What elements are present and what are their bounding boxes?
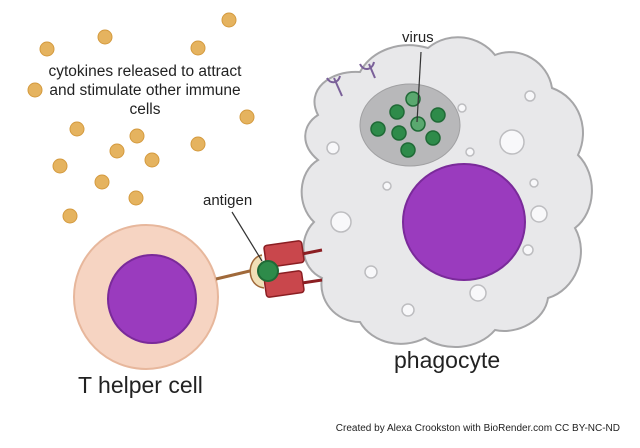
receptor-stalk bbox=[215, 268, 255, 281]
surface-receptors bbox=[326, 61, 376, 97]
cytokine bbox=[144, 152, 160, 168]
mhc-receptor bbox=[263, 240, 323, 298]
cytokine bbox=[62, 208, 78, 224]
phagocyte-granules bbox=[326, 90, 548, 317]
cytokine bbox=[39, 41, 55, 57]
virus-particles bbox=[370, 91, 446, 158]
phagocyte-nucleus bbox=[402, 163, 526, 281]
phagosome bbox=[359, 83, 461, 167]
cytokine bbox=[27, 82, 43, 98]
t-cell-nucleus bbox=[107, 254, 197, 344]
cytokine bbox=[190, 40, 206, 56]
cytokine bbox=[221, 12, 237, 28]
phagocyte-cell bbox=[300, 36, 593, 348]
credit-line: Created by Alexa Crookston with BioRende… bbox=[335, 423, 620, 434]
cytokine bbox=[190, 136, 206, 152]
virus-label: virus bbox=[402, 29, 434, 46]
cytokine bbox=[128, 190, 144, 206]
cytokine bbox=[129, 128, 145, 144]
t-helper-cell bbox=[73, 224, 219, 370]
antigen-label: antigen bbox=[203, 192, 253, 209]
antigen-pointer bbox=[231, 211, 263, 262]
cytokine bbox=[69, 121, 85, 137]
cytokine bbox=[109, 143, 125, 159]
cytokine-particles bbox=[27, 12, 255, 224]
cytokine bbox=[239, 109, 255, 125]
antigen-complex bbox=[249, 254, 279, 289]
cytokine bbox=[52, 158, 68, 174]
cytokines-label: cytokines released to attract and stimul… bbox=[48, 63, 242, 118]
cytokine bbox=[97, 29, 113, 45]
virus-pointer bbox=[416, 51, 422, 123]
phagocyte-label: phagocyte bbox=[394, 347, 501, 373]
cytokine bbox=[94, 174, 110, 190]
t-helper-label: T helper cell bbox=[78, 372, 203, 398]
antigen-particle bbox=[257, 260, 279, 282]
